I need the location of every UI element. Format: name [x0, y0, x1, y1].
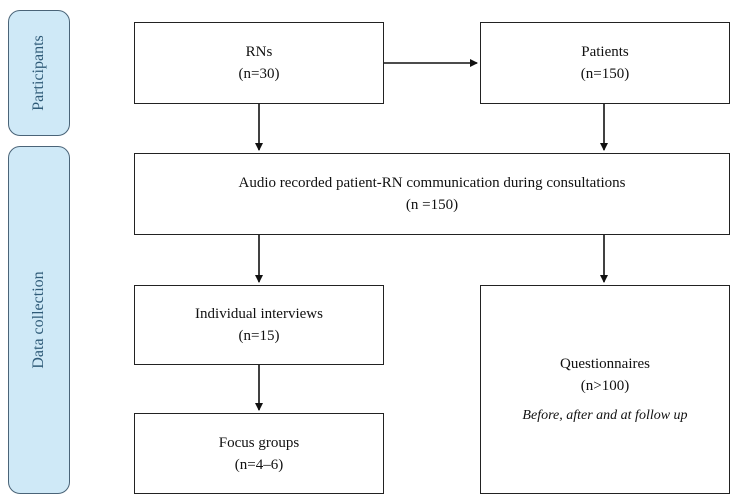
interviews-box: Individual interviews (n=15) [134, 285, 384, 365]
rns-box: RNs (n=30) [134, 22, 384, 104]
data-collection-label-box: Data collection [8, 146, 70, 494]
participants-label-box: Participants [8, 10, 70, 136]
audio-title: Audio recorded patient-RN communication … [238, 175, 626, 191]
patients-count: (n=150) [580, 66, 630, 82]
patients-box: Patients (n=150) [480, 22, 730, 104]
rns-title: RNs [245, 44, 273, 60]
patients-title: Patients [581, 44, 629, 60]
focus-count: (n=4–6) [234, 456, 284, 473]
rns-count: (n=30) [238, 66, 280, 82]
audio-count: (n =150) [405, 197, 459, 213]
questionnaires-note: Before, after and at follow up [522, 407, 688, 423]
focus-box: Focus groups (n=4–6) [134, 413, 384, 494]
questionnaires-count: (n>100) [580, 377, 630, 394]
questionnaires-box: Questionnaires (n>100) Before, after and… [480, 285, 730, 494]
questionnaires-title: Questionnaires [560, 355, 650, 372]
interviews-title: Individual interviews [195, 306, 323, 322]
focus-title: Focus groups [218, 434, 300, 451]
audio-box: Audio recorded patient-RN communication … [134, 153, 730, 235]
interviews-count: (n=15) [238, 328, 280, 344]
